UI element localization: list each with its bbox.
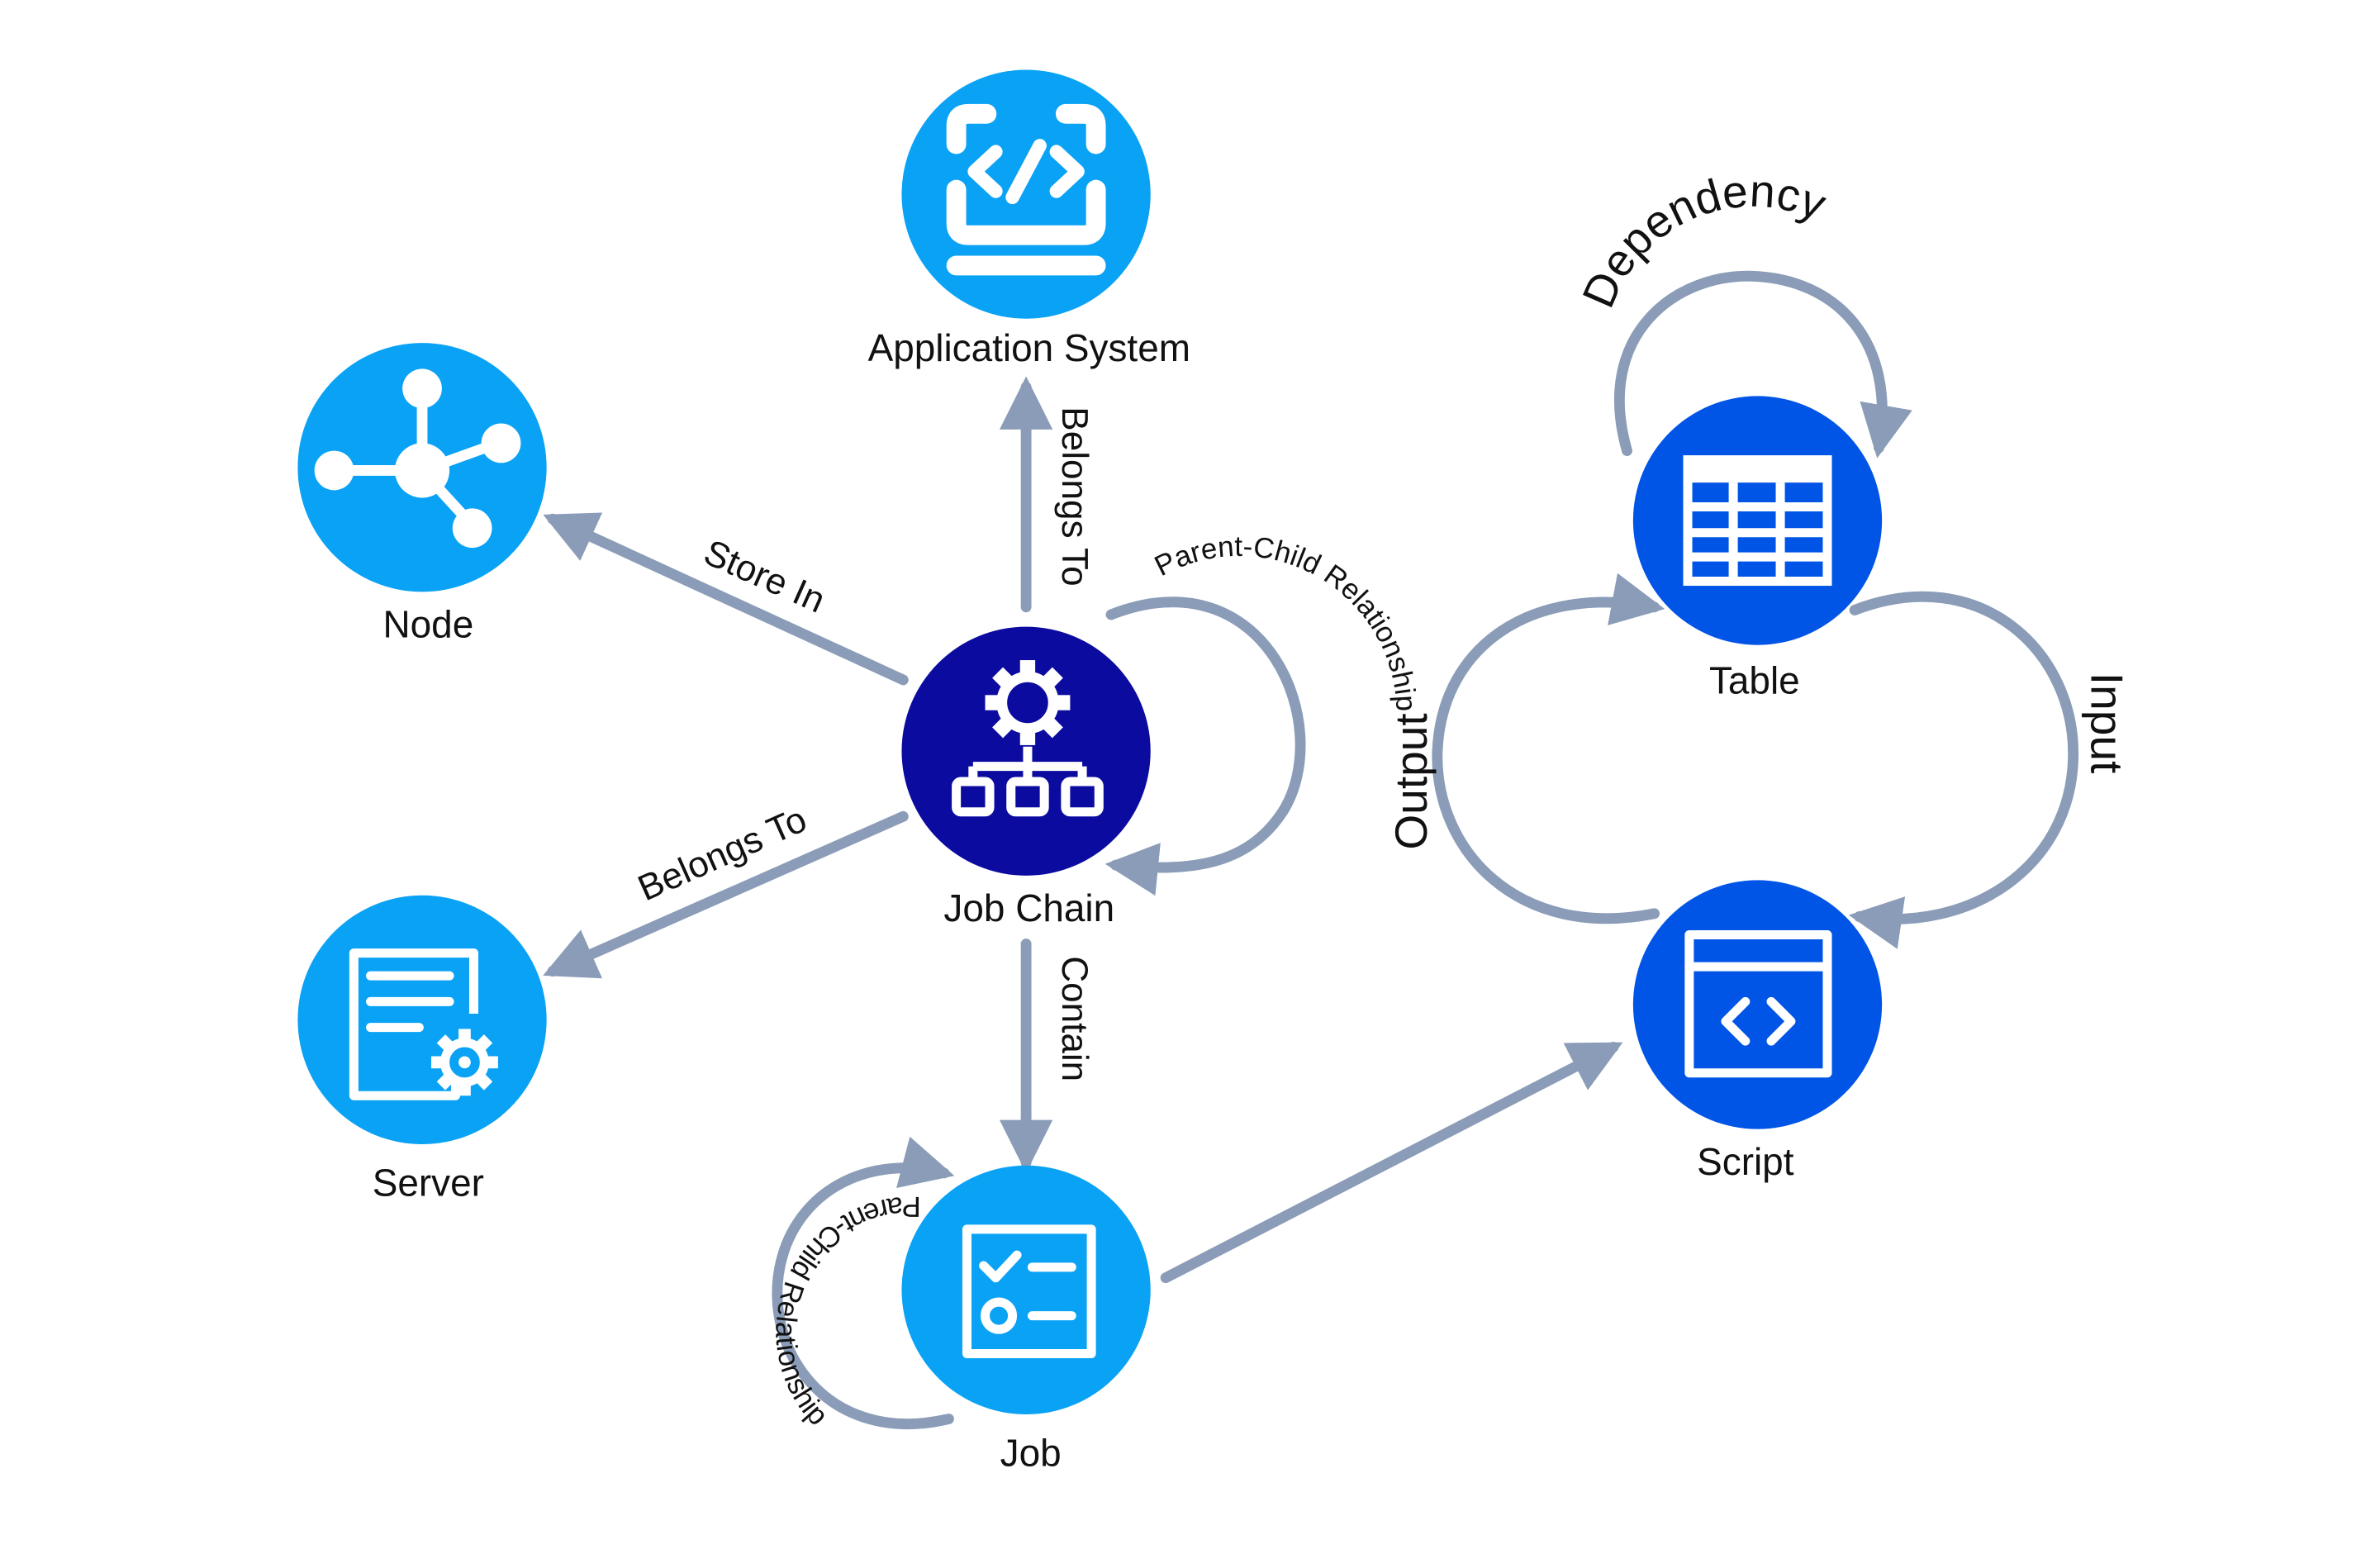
table-label: Table [1709,658,1800,701]
server-label: Server [373,1161,484,1204]
edges [543,270,2079,1429]
node-script[interactable]: Script [1632,880,1883,1183]
code-monitor-icon [946,103,1106,276]
edge-jobchain-self-loop [1104,596,1306,896]
edge-table-to-script [1848,591,2079,949]
node-application-system[interactable]: Application System [868,69,1190,369]
checklist-icon [962,1224,1096,1359]
edge-table-self-loop [1613,270,1912,459]
script-label: Script [1697,1140,1794,1183]
application-system-label: Application System [868,326,1190,369]
application-system-circle [901,69,1151,319]
job-chain-label: Job Chain [943,886,1114,929]
dependency-text: Dependency [1572,164,1833,315]
edge-label-store-in: Store In [698,532,831,621]
edge-job-to-script [1160,1042,1623,1284]
script-circle [1632,880,1883,1129]
edge-jobchain-to-node [543,512,909,686]
edge-label-input: Input [2082,672,2133,774]
server-circle [297,895,547,1145]
edge-jobchain-to-server [543,810,909,979]
edge-script-to-table [1432,573,1665,924]
document-gear-icon [349,948,498,1100]
job-label: Job [1000,1431,1062,1474]
edge-label-contain: Contain [1054,956,1095,1081]
edge-label-dependency: Dependency [1572,164,1833,315]
node-job[interactable]: Job [901,1165,1151,1475]
table-grid-icon [1683,455,1832,587]
table-circle [1632,396,1883,645]
gear-hierarchy-icon [952,660,1104,817]
node-label: Node [382,603,473,646]
node-table[interactable]: Table [1632,396,1883,701]
code-window-icon [1684,930,1832,1078]
node-node[interactable]: Node [297,343,547,646]
edge-labels: Belongs To Store In Belongs To Contain P… [632,164,2132,1431]
edge-label-belongs-to-app: Belongs To [1054,406,1095,586]
job-circle [901,1165,1151,1415]
node-server[interactable]: Server [297,895,547,1205]
network-icon [314,368,521,549]
node-job-chain[interactable]: Job Chain [901,626,1151,929]
edge-job-self-loop [772,1136,955,1429]
edge-label-output: Output [1385,713,1437,849]
